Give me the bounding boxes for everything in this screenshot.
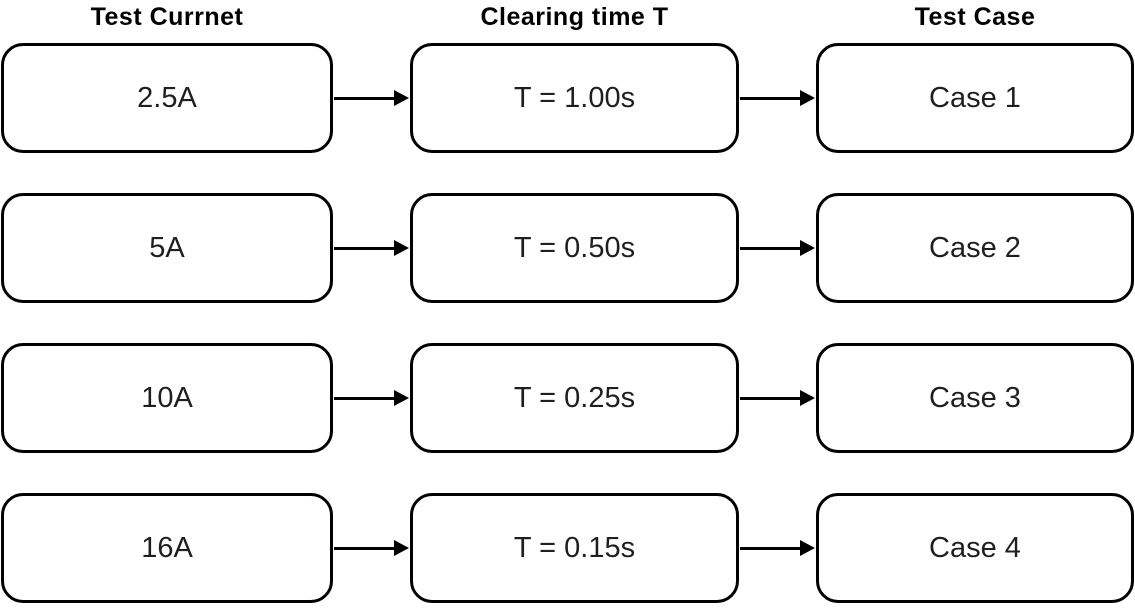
test-current-label: 10A xyxy=(141,381,193,414)
arrow-head xyxy=(800,240,815,256)
test-case-label: Case 3 xyxy=(929,381,1021,414)
arrow-shaft xyxy=(334,396,394,400)
flow-row-2: 5A T = 0.50s Case 2 xyxy=(1,193,1134,303)
arrow-shaft xyxy=(740,396,800,400)
clearing-time-box: T = 0.15s xyxy=(410,493,739,603)
clearing-time-label: T = 0.15s xyxy=(513,531,636,564)
arrow-head xyxy=(800,540,815,556)
arrow-right-icon xyxy=(739,43,816,153)
column-header-test-current: Test Currnet xyxy=(90,3,244,31)
arrow-right-icon xyxy=(333,343,410,453)
test-current-box: 16A xyxy=(1,493,333,603)
arrow-right-icon xyxy=(333,193,410,303)
arrow-shaft xyxy=(334,246,394,250)
arrow-shaft xyxy=(740,96,800,100)
arrow-head xyxy=(394,390,409,406)
clearing-time-label: T = 0.50s xyxy=(513,231,636,264)
test-case-box: Case 4 xyxy=(816,493,1134,603)
test-current-label: 5A xyxy=(149,231,185,264)
test-current-label: 16A xyxy=(141,531,193,564)
test-case-label: Case 1 xyxy=(929,81,1021,114)
arrow-head xyxy=(800,390,815,406)
test-case-box: Case 2 xyxy=(816,193,1134,303)
arrow-shaft xyxy=(334,546,394,550)
test-case-box: Case 3 xyxy=(816,343,1134,453)
test-current-box: 10A xyxy=(1,343,333,453)
flow-row-1: 2.5A T = 1.00s Case 1 xyxy=(1,43,1134,153)
arrow-head xyxy=(394,240,409,256)
column-header-test-case: Test Case xyxy=(914,3,1036,31)
clearing-time-box: T = 0.25s xyxy=(410,343,739,453)
test-current-box: 2.5A xyxy=(1,43,333,153)
arrow-right-icon xyxy=(333,43,410,153)
clearing-time-label: T = 0.25s xyxy=(513,381,636,414)
arrow-head xyxy=(394,90,409,106)
column-header-clearing-time: Clearing time T xyxy=(480,3,669,31)
test-case-box: Case 1 xyxy=(816,43,1134,153)
arrow-right-icon xyxy=(739,343,816,453)
test-current-label: 2.5A xyxy=(137,81,197,114)
clearing-time-box: T = 1.00s xyxy=(410,43,739,153)
test-case-label: Case 4 xyxy=(929,531,1021,564)
arrow-right-icon xyxy=(739,493,816,603)
arrow-shaft xyxy=(740,246,800,250)
flow-row-4: 16A T = 0.15s Case 4 xyxy=(1,493,1134,603)
arrow-right-icon xyxy=(739,193,816,303)
arrow-head xyxy=(394,540,409,556)
arrow-shaft xyxy=(740,546,800,550)
test-case-label: Case 2 xyxy=(929,231,1021,264)
arrow-head xyxy=(800,90,815,106)
clearing-time-box: T = 0.50s xyxy=(410,193,739,303)
column-headers: Test Currnet Clearing time T Test Case xyxy=(1,0,1134,43)
arrow-shaft xyxy=(334,96,394,100)
test-current-box: 5A xyxy=(1,193,333,303)
arrow-right-icon xyxy=(333,493,410,603)
clearing-time-label: T = 1.00s xyxy=(513,81,636,114)
flow-row-3: 10A T = 0.25s Case 3 xyxy=(1,343,1134,453)
